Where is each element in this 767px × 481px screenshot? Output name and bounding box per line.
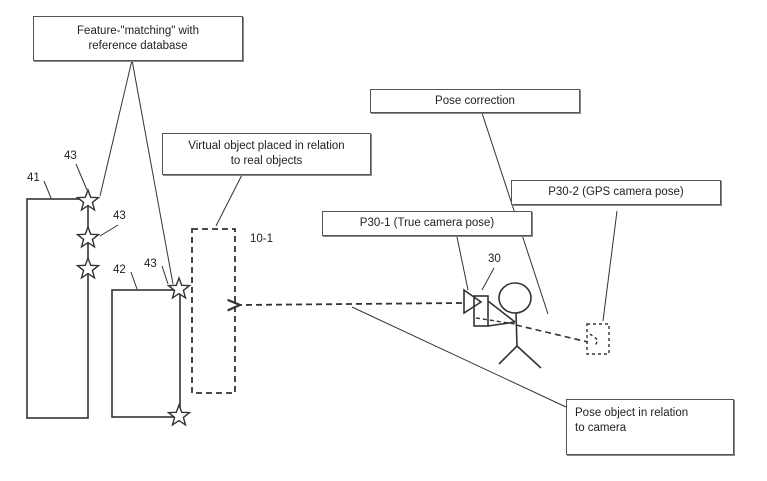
gps-camera-icon bbox=[586, 323, 610, 355]
feature-point-star-icon bbox=[75, 255, 101, 280]
callout-pose-object: Pose object in relation to camera bbox=[566, 399, 734, 455]
numeral-30: 30 bbox=[488, 253, 501, 265]
numeral-41: 41 bbox=[27, 172, 40, 184]
callout-pose-object-line1: Pose object in relation bbox=[575, 407, 689, 419]
feature-point-star-icon bbox=[75, 187, 101, 212]
callout-gps-pose: P30-2 (GPS camera pose) bbox=[511, 180, 721, 205]
numeral-43-mid: 43 bbox=[113, 210, 126, 222]
callout-pose-object-line2: to camera bbox=[575, 422, 627, 434]
callout-feature-matching: Feature-"matching" with reference databa… bbox=[33, 16, 243, 61]
feature-point-star-icon bbox=[166, 275, 192, 300]
building-41 bbox=[26, 198, 89, 419]
callout-feature-matching-line1: Feature-"matching" with bbox=[77, 24, 199, 37]
pose-arrow bbox=[240, 303, 463, 305]
leader-43-top bbox=[75, 163, 88, 191]
numeral-42: 42 bbox=[113, 264, 126, 276]
camera-30-icon bbox=[463, 288, 516, 327]
leader-30 bbox=[481, 267, 495, 291]
building-42 bbox=[111, 289, 181, 418]
leader-pose-object bbox=[351, 306, 567, 408]
leader-43-b42 bbox=[161, 265, 169, 285]
callout-feature-matching-line2: reference database bbox=[88, 39, 188, 52]
gps-offset-line bbox=[515, 324, 589, 343]
leader-feature-to-star-42 bbox=[131, 59, 174, 285]
leader-feature-to-star-41 bbox=[99, 59, 133, 197]
leader-42 bbox=[130, 271, 138, 290]
callout-pose-correction: Pose correction bbox=[370, 89, 580, 113]
callout-gps-pose-text: P30-2 (GPS camera pose) bbox=[548, 186, 684, 198]
person-icon bbox=[498, 282, 542, 369]
callout-virtual-object-line2: to real objects bbox=[230, 155, 303, 167]
feature-point-star-icon bbox=[75, 224, 101, 249]
leader-43-mid bbox=[99, 224, 119, 237]
callout-pose-correction-text: Pose correction bbox=[435, 94, 515, 107]
callout-virtual-object: Virtual object placed in relation to rea… bbox=[162, 133, 371, 175]
numeral-10-1: 10-1 bbox=[250, 233, 274, 245]
leader-41 bbox=[43, 180, 52, 199]
numeral-43-top: 43 bbox=[64, 150, 77, 162]
callout-virtual-object-line1: Virtual object placed in relation bbox=[188, 140, 345, 152]
callout-true-pose: P30-1 (True camera pose) bbox=[322, 211, 532, 236]
virtual-object-10-1 bbox=[191, 228, 236, 394]
callout-true-pose-text: P30-1 (True camera pose) bbox=[359, 217, 495, 229]
leader-gps-pose bbox=[602, 210, 618, 322]
numeral-43-b42: 43 bbox=[144, 258, 157, 270]
leader-true-pose bbox=[456, 236, 469, 291]
feature-point-star-icon bbox=[166, 402, 192, 427]
